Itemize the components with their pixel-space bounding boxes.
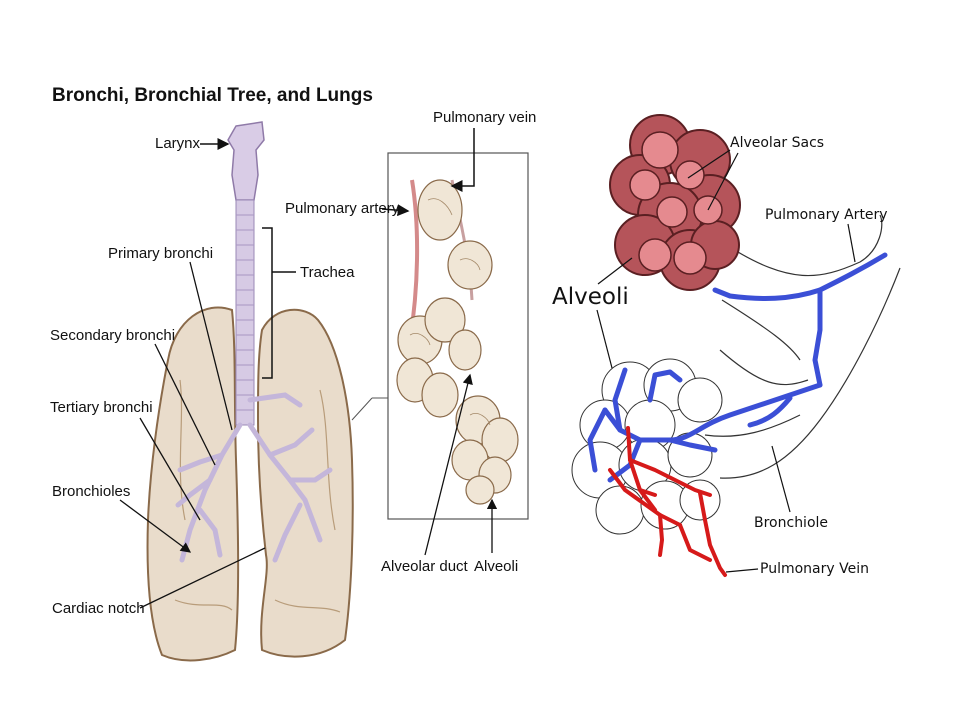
label-alveolar-sacs: Alveolar Sacs	[730, 135, 824, 151]
label-bronchioles: Bronchioles	[52, 483, 130, 500]
label-cardiac-notch: Cardiac notch	[52, 600, 145, 617]
bronchiole-tube	[704, 214, 901, 479]
pulmonary-vein-vessels	[608, 426, 727, 577]
larynx-shape	[227, 121, 265, 201]
label-inset-alveoli: Alveoli	[474, 558, 518, 575]
label-alveolar-duct: Alveolar duct	[381, 558, 469, 575]
label-tertiary-bronchi: Tertiary bronchi	[50, 399, 153, 416]
label-pulmonary-artery: Pulmonary Artery	[765, 207, 888, 223]
alveolar-sacs-cluster	[609, 114, 741, 291]
label-trachea: Trachea	[300, 264, 355, 281]
diagram-title: Bronchi, Bronchial Tree, and Lungs	[52, 85, 373, 106]
airway	[175, 121, 333, 563]
label-primary-bronchi: Primary bronchi	[108, 245, 213, 262]
inset-alveoli-illustration	[396, 179, 519, 505]
label-larynx: Larynx	[155, 135, 201, 152]
label-inset-pulmonary-vein: Pulmonary vein	[433, 109, 536, 126]
label-secondary-bronchi: Secondary bronchi	[50, 327, 175, 344]
label-alveoli: Alveoli	[552, 284, 629, 310]
right-lung	[146, 306, 240, 662]
label-bronchiole: Bronchiole	[754, 515, 828, 531]
label-pulmonary-vein: Pulmonary Vein	[760, 561, 869, 577]
trachea-shape	[235, 199, 255, 426]
label-inset-pulmonary-artery: Pulmonary artery	[285, 200, 400, 217]
